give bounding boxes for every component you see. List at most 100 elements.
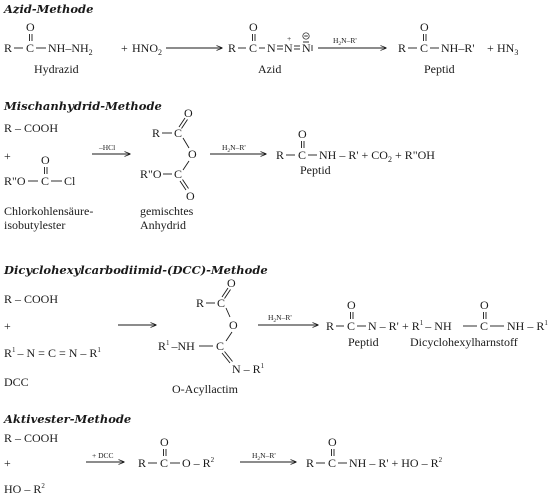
azid-peptid-r: R: [398, 41, 406, 55]
lactim-r: R: [196, 296, 204, 310]
azid-plus: +: [121, 41, 128, 55]
lactim-c2: C: [216, 339, 224, 353]
aktivester-reactant2: HO – R2: [4, 482, 45, 496]
mischanhydrid-r2o: R"O: [4, 174, 26, 188]
azid-label-peptid: Peptid: [424, 62, 455, 76]
azid-hn3: HN3: [497, 41, 518, 57]
aktivester-plus: +: [4, 456, 11, 470]
aktivester-int-c: C: [160, 456, 168, 470]
anhydrid-o2: O: [186, 189, 195, 203]
azid-plus-charge: +: [287, 34, 291, 43]
anhydrid-o1: O: [184, 106, 193, 120]
anhydrid-label-1: gemischtes: [140, 204, 194, 218]
dcc-urea-right: NH – R1: [507, 319, 548, 333]
bond: [224, 351, 233, 362]
dcc-prod-o: O: [347, 298, 356, 312]
aktivester-arrow-2-label: H2N–R': [252, 451, 276, 462]
azid-label-hydrazid: Hydrazid: [34, 62, 79, 76]
azid-n2: N: [284, 41, 293, 55]
bond: [182, 137, 190, 149]
lactim-c1: C: [217, 296, 225, 310]
anhydrid-label-2: Anhydrid: [140, 218, 186, 232]
azid-plus-2: +: [487, 41, 494, 55]
azid-peptid-o: O: [420, 20, 429, 34]
mischanhydrid-prod-r: R: [276, 148, 284, 162]
mischanhydrid-o: O: [41, 153, 50, 167]
dcc-reactant1: R – COOH: [4, 292, 58, 306]
bond: [225, 307, 231, 318]
bond: [225, 331, 233, 342]
azid-peptid-c: C: [420, 41, 428, 55]
dcc-prod-rest: N – R': [368, 319, 399, 333]
lactim-n: N – R1: [232, 362, 265, 376]
dcc-urea-c: C: [480, 319, 488, 333]
anhydrid-c2: C: [174, 167, 182, 181]
aktivester-reactant1: R – COOH: [4, 431, 58, 445]
anhydrid-r: R: [152, 126, 160, 140]
mischanhydrid-arrow-1-label: –HCl: [98, 143, 115, 152]
aktivester-title: Aktivester-Methode: [3, 412, 131, 426]
azid-arrow-2-label: H2N–R': [333, 36, 357, 47]
bond: [181, 119, 188, 129]
bond: [221, 287, 229, 298]
lactim-o-bridge: O: [229, 318, 238, 332]
azid-n3: N: [302, 41, 311, 55]
lactim-o1: O: [227, 276, 236, 290]
azid-hydrazid-o: O: [26, 20, 35, 34]
dcc-urea-o: O: [480, 298, 489, 312]
azid-peptid-rest: NH–R': [441, 41, 475, 55]
anhydrid-o-bridge: O: [188, 147, 197, 161]
aktivester-prod-c: C: [328, 456, 336, 470]
mischanhydrid-arrow-2-label: H2N–R': [222, 143, 246, 154]
mischanhydrid-prod-o: O: [298, 127, 307, 141]
mischanhydrid-cl: Cl: [64, 174, 76, 188]
aktivester-prod-o: O: [328, 435, 337, 449]
aktivester-int-tail: O – R2: [182, 456, 215, 470]
dcc-label-peptid: Peptid: [348, 335, 379, 349]
bond: [178, 117, 186, 128]
dcc-label-harnstoff: Dicyclohexylharnstoff: [410, 335, 518, 349]
azid-label-azid: Azid: [258, 62, 281, 76]
mischanhydrid-reactant1: R – COOH: [4, 121, 58, 135]
dcc-urea-left: + R1– NH: [402, 319, 452, 333]
mischanhydrid-label-1: Chlorkohlensäure-: [4, 204, 93, 218]
dcc-prod-r: R: [326, 319, 334, 333]
dcc-label: DCC: [4, 375, 29, 389]
anhydrid-r2o: R"O: [140, 167, 162, 181]
mischanhydrid-label-peptid: Peptid: [300, 163, 331, 177]
bond: [179, 180, 187, 191]
aktivester-int-r: R: [138, 456, 146, 470]
aktivester-prod-rest: NH – R' + HO – R2: [349, 456, 443, 470]
azid-azid-c: C: [249, 41, 257, 55]
aktivester-prod-r: R: [306, 456, 314, 470]
azid-azid-o: O: [249, 20, 258, 34]
azid-hno2: HNO2: [132, 41, 162, 57]
mischanhydrid-label-2: isobutylester: [4, 218, 65, 232]
azid-minus-charge: [302, 32, 310, 40]
bond: [224, 289, 231, 299]
dcc-title: Dicyclohexylcarbodiimid-(DCC)-Methode: [3, 263, 268, 277]
azid-hydrazid-r: R: [4, 41, 12, 55]
bond: [182, 179, 189, 189]
dcc-prod-c: C: [347, 319, 355, 333]
azid-n1: N: [267, 41, 276, 55]
bond: [182, 160, 190, 171]
azid-azid-r: R: [228, 41, 236, 55]
dcc-reactant2: R1– N = C = N – R1: [4, 346, 101, 360]
aktivester-arrow-1-label: + DCC: [92, 451, 114, 460]
azid-hydrazid-rest: NH–NH2: [48, 41, 93, 57]
lactim-r1nh: R1–NH: [158, 339, 195, 353]
mischanhydrid-prod-rest: NH – R' + CO2+ R"OH: [319, 148, 435, 164]
dcc-plus: +: [4, 319, 11, 333]
mischanhydrid-title: Mischanhydrid-Methode: [3, 99, 162, 113]
azid-hydrazid-c: C: [26, 41, 34, 55]
bond: [221, 352, 231, 364]
lactim-label: O-Acyllactim: [172, 382, 239, 396]
azid-title: Azid-Methode: [3, 2, 93, 16]
aktivester-int-o: O: [160, 435, 169, 449]
anhydrid-c1: C: [174, 126, 182, 140]
mischanhydrid-prod-c: C: [298, 148, 306, 162]
mischanhydrid-c: C: [41, 174, 49, 188]
mischanhydrid-plus: +: [4, 149, 11, 163]
